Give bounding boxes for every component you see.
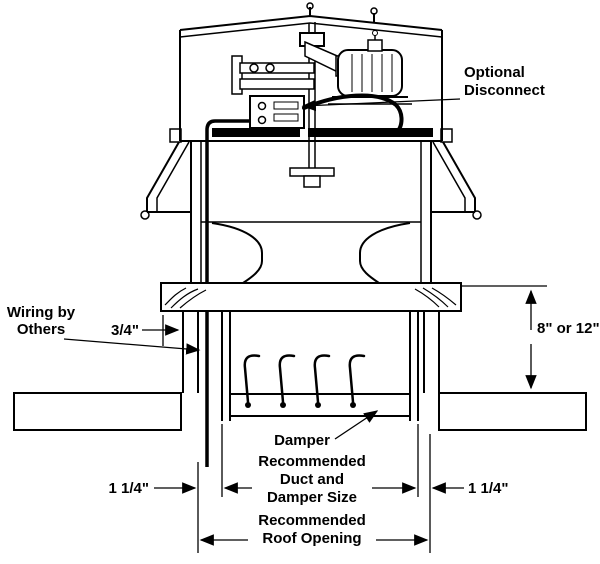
callout-optional-disconnect: Optional Disconnect (301, 64, 545, 112)
lifting-eye-left-icon (306, 2, 314, 10)
roof-slab-left (13, 392, 182, 431)
curb-overhang-label: 3/4" (111, 322, 139, 339)
damper-blade (243, 354, 261, 404)
disconnect-knob-icon (257, 115, 267, 125)
flex-conduit-cable (302, 93, 404, 133)
leader-arrow (334, 410, 379, 440)
damper-pivot-icon (350, 402, 356, 408)
inlet-bell-right (359, 222, 411, 284)
motor-oil-cap (367, 39, 383, 52)
duct-size-label-line3: Damper Size (267, 489, 357, 506)
motor-oil-ball-icon (372, 30, 378, 36)
curb-cap-board (160, 282, 462, 312)
fan-housing (169, 2, 453, 143)
venturi (190, 142, 432, 284)
leader-arrow (63, 338, 201, 355)
dimension-curb-height: 8" or 12" (462, 285, 600, 390)
lifting-eye-right-icon (370, 7, 378, 15)
disconnect-slot (273, 113, 299, 122)
disconnect-box (249, 95, 305, 129)
hood-left-outer (146, 141, 180, 212)
damper-pivot-icon (315, 402, 321, 408)
damper-blade (348, 354, 366, 404)
wood-grain-line (170, 288, 199, 309)
hood-right-outer (442, 141, 476, 212)
callout-wiring-by-others: Wiring by Others (7, 304, 201, 355)
roof-opening-label-line2: Roof Opening (262, 530, 361, 547)
wiring-label-line2: Others (17, 321, 65, 338)
wood-grain-line (164, 287, 187, 306)
housing-foot-left (169, 128, 182, 143)
duct-size-label-line1: Recommended (258, 453, 366, 470)
hood-rolled-edge-right-icon (472, 210, 482, 220)
curb-height-label: 8" or 12" (537, 320, 600, 337)
optional-disconnect-label-line2: Disconnect (464, 82, 545, 99)
platform-bar-left (212, 128, 300, 137)
motor-mount (231, 55, 315, 95)
mount-rail-lower (239, 78, 315, 90)
mount-bolt-icon (265, 63, 275, 73)
duct (221, 311, 419, 421)
mount-bolt-icon (249, 63, 259, 73)
platform-bar-right (308, 128, 433, 137)
dimension-right-clearance: 1 1/4" (431, 480, 508, 497)
damper-pivot-icon (280, 402, 286, 408)
callout-damper: Damper (274, 410, 379, 449)
shaft-hub (303, 175, 321, 188)
disconnect-enclosure (249, 95, 305, 129)
dimension-roof-opening: Recommended Roof Opening (197, 434, 431, 553)
disconnect-slot (273, 101, 299, 110)
damper-blade (313, 354, 331, 404)
wood-grain-line (422, 287, 449, 308)
curb-cap (160, 282, 462, 312)
right-clearance-label: 1 1/4" (468, 480, 508, 497)
hood-left-inner (156, 141, 190, 211)
wiring-label-line1: Wiring by (7, 304, 76, 321)
roof-opening-label-line1: Recommended (258, 512, 366, 529)
disconnect-knob-icon (257, 101, 267, 111)
optional-disconnect-label-line1: Optional (464, 64, 525, 81)
motor-assembly (328, 30, 412, 105)
mount-bracket (231, 55, 243, 95)
damper-blade (278, 354, 296, 404)
shaft-crossbar (289, 167, 335, 177)
field-wiring-cable (205, 119, 250, 467)
wood-grain-line (414, 288, 440, 308)
damper-label: Damper (274, 432, 330, 449)
leader-arrow (301, 98, 461, 112)
roof-slab-right (438, 392, 587, 431)
wood-grain-line (179, 289, 207, 309)
damper-pivot-icon (245, 402, 251, 408)
shaft-pulley (299, 32, 325, 47)
duct-size-label-line2: Duct and (280, 471, 344, 488)
dimension-left-clearance: 1 1/4" (109, 480, 197, 497)
dimension-curb-overhang: 3/4" (111, 315, 184, 346)
housing-roof-inner (179, 22, 443, 38)
mount-rail-upper (239, 62, 315, 74)
hood (140, 141, 482, 220)
roof-deck (13, 392, 587, 431)
damper-assembly (230, 354, 410, 417)
housing-foot-right (440, 128, 453, 143)
wood-grain-line (431, 287, 457, 306)
hood-right-inner (432, 141, 466, 211)
left-clearance-label: 1 1/4" (109, 480, 149, 497)
inlet-bell-left (211, 222, 263, 284)
mounting-platform (212, 128, 433, 137)
hood-rolled-edge-left-icon (140, 210, 150, 220)
dimension-duct-size: Recommended Duct and Damper Size (221, 424, 419, 506)
